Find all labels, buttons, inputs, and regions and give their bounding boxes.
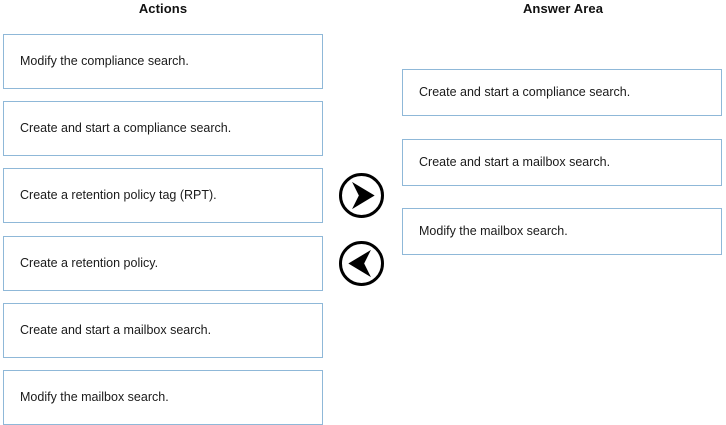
actions-column-header: Actions [138,1,188,16]
answer-item-label: Modify the mailbox search. [419,224,568,238]
move-left-button[interactable] [338,240,385,287]
action-item[interactable]: Create and start a mailbox search. [3,303,323,358]
action-item[interactable]: Create and start a compliance search. [3,101,323,156]
answer-item-label: Create and start a mailbox search. [419,155,611,169]
answer-area-column-header: Answer Area [522,1,604,16]
action-item-label: Create and start a mailbox search. [20,323,212,337]
action-item-label: Modify the mailbox search. [20,390,169,404]
answer-item-label: Create and start a compliance search. [419,85,631,99]
action-item[interactable]: Modify the compliance search. [3,34,323,89]
action-item-label: Modify the compliance search. [20,54,189,68]
action-item[interactable]: Create a retention policy tag (RPT). [3,168,323,223]
action-item-label: Create a retention policy tag (RPT). [20,188,217,202]
action-item-label: Create and start a compliance search. [20,121,232,135]
answer-item[interactable]: Modify the mailbox search. [402,208,722,255]
action-item[interactable]: Modify the mailbox search. [3,370,323,425]
answer-item[interactable]: Create and start a compliance search. [402,69,722,116]
answer-item[interactable]: Create and start a mailbox search. [402,139,722,186]
move-right-button[interactable] [338,172,385,219]
action-item-label: Create a retention policy. [20,256,159,270]
chevron-right-circle-icon [339,173,384,218]
action-item[interactable]: Create a retention policy. [3,236,323,291]
chevron-left-circle-icon [339,241,384,286]
